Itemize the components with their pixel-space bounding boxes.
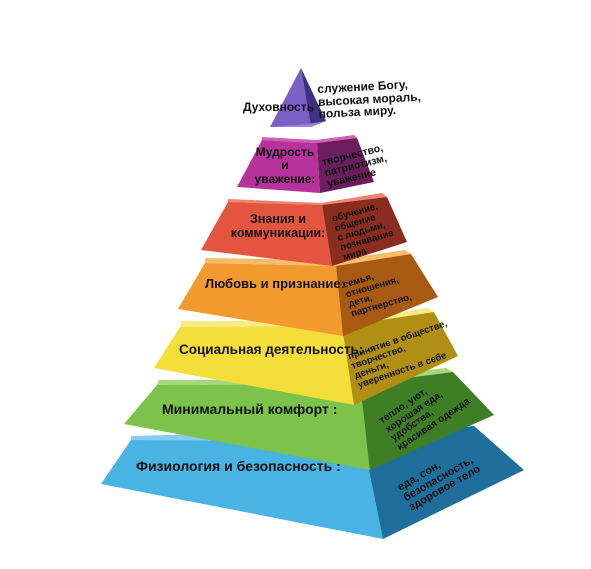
tier-3-label-line: коммуникации: bbox=[230, 226, 326, 240]
tier-3-label-line: Знания и bbox=[249, 212, 307, 226]
tier-4-front bbox=[178, 263, 343, 336]
tier-4-side bbox=[336, 254, 438, 336]
tier-5-top bbox=[180, 308, 434, 327]
tier-7-front bbox=[101, 440, 383, 539]
tier-3-side bbox=[322, 197, 407, 266]
tier-1-label: Духовность : bbox=[243, 100, 322, 114]
tier-5-side bbox=[342, 312, 458, 405]
tier-2-label-line: уважение: bbox=[254, 171, 316, 186]
tier-2-top bbox=[262, 135, 357, 143]
tier-5-label: Социальная деятельность: bbox=[179, 342, 364, 357]
tier-4-top bbox=[205, 250, 411, 266]
tier-6-front bbox=[124, 384, 370, 470]
tier-5-front bbox=[154, 326, 354, 405]
tier-2-side bbox=[317, 138, 374, 193]
tier-3-front bbox=[201, 202, 332, 266]
tier-2-label: Мудрость и уважение: bbox=[252, 145, 318, 186]
tier-1-front bbox=[270, 68, 311, 127]
tier-3-label: Знания и коммуникации: bbox=[228, 212, 328, 240]
tier-6-side bbox=[360, 372, 494, 470]
tier-7-label: Физиология и безопасность : bbox=[136, 458, 341, 474]
tier-1-top bbox=[270, 121, 326, 127]
tier-1-side-note: служение Богу, высокая мораль, польза ми… bbox=[317, 77, 422, 121]
tier-4-label: Любовь и признание: bbox=[205, 276, 345, 291]
tier-1-side bbox=[301, 68, 326, 127]
tier-2-front bbox=[237, 140, 320, 193]
tier-2-label-line: и bbox=[281, 158, 289, 173]
tier-2-label-line: Мудрость bbox=[255, 145, 315, 159]
tier-6-label: Минимальный комфорт : bbox=[162, 401, 338, 417]
tier-3-top bbox=[228, 193, 387, 205]
